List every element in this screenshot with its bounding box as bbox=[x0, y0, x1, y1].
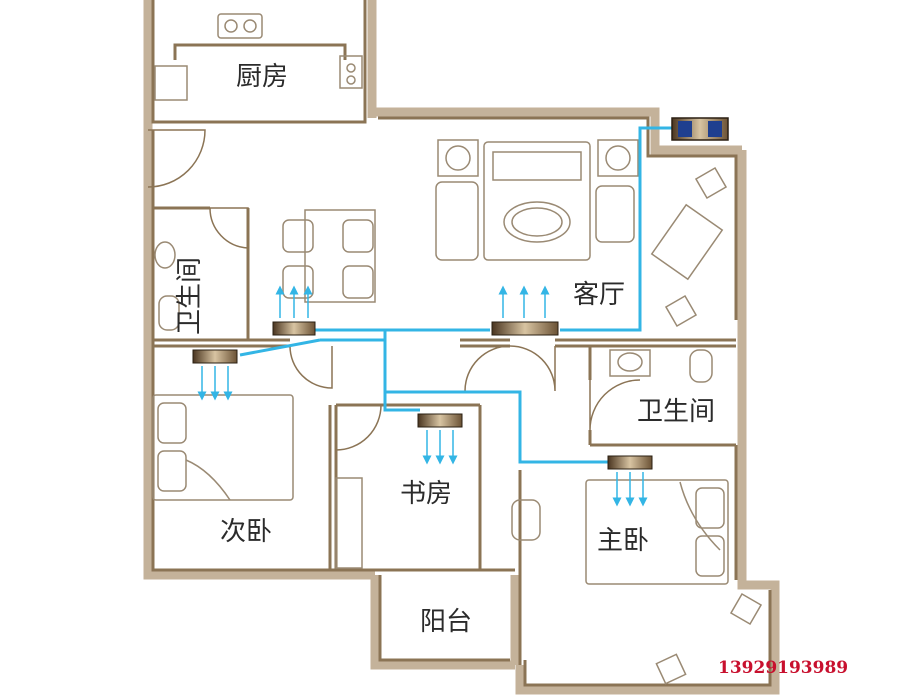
doors bbox=[147, 129, 641, 451]
airflow-arrows bbox=[197, 285, 648, 507]
study-label: 书房 bbox=[400, 479, 452, 509]
ac-indoor-unit-icon bbox=[272, 321, 316, 336]
ac-indoor-units bbox=[192, 321, 653, 470]
phone-number: 13929193989 bbox=[718, 658, 848, 678]
second-bedroom-label: 次卧 bbox=[220, 517, 272, 547]
bathroom-right-label: 卫生间 bbox=[637, 397, 715, 427]
furniture bbox=[152, 13, 763, 685]
ac-indoor-unit-icon bbox=[192, 349, 238, 364]
walls bbox=[143, 0, 780, 695]
kitchen-label: 厨房 bbox=[236, 62, 288, 92]
master-bedroom-label: 主卧 bbox=[597, 526, 649, 556]
ac-duct-lines bbox=[239, 126, 672, 464]
ac-outdoor-unit-icon bbox=[671, 117, 729, 141]
balcony-label: 阳台 bbox=[420, 607, 472, 637]
living-room-label: 客厅 bbox=[573, 280, 625, 310]
ac-indoor-unit-icon bbox=[417, 413, 463, 428]
ac-indoor-unit-icon bbox=[491, 321, 559, 336]
bathroom-left-label: 卫生间 bbox=[175, 257, 205, 335]
ac-indoor-unit-icon bbox=[607, 455, 653, 470]
